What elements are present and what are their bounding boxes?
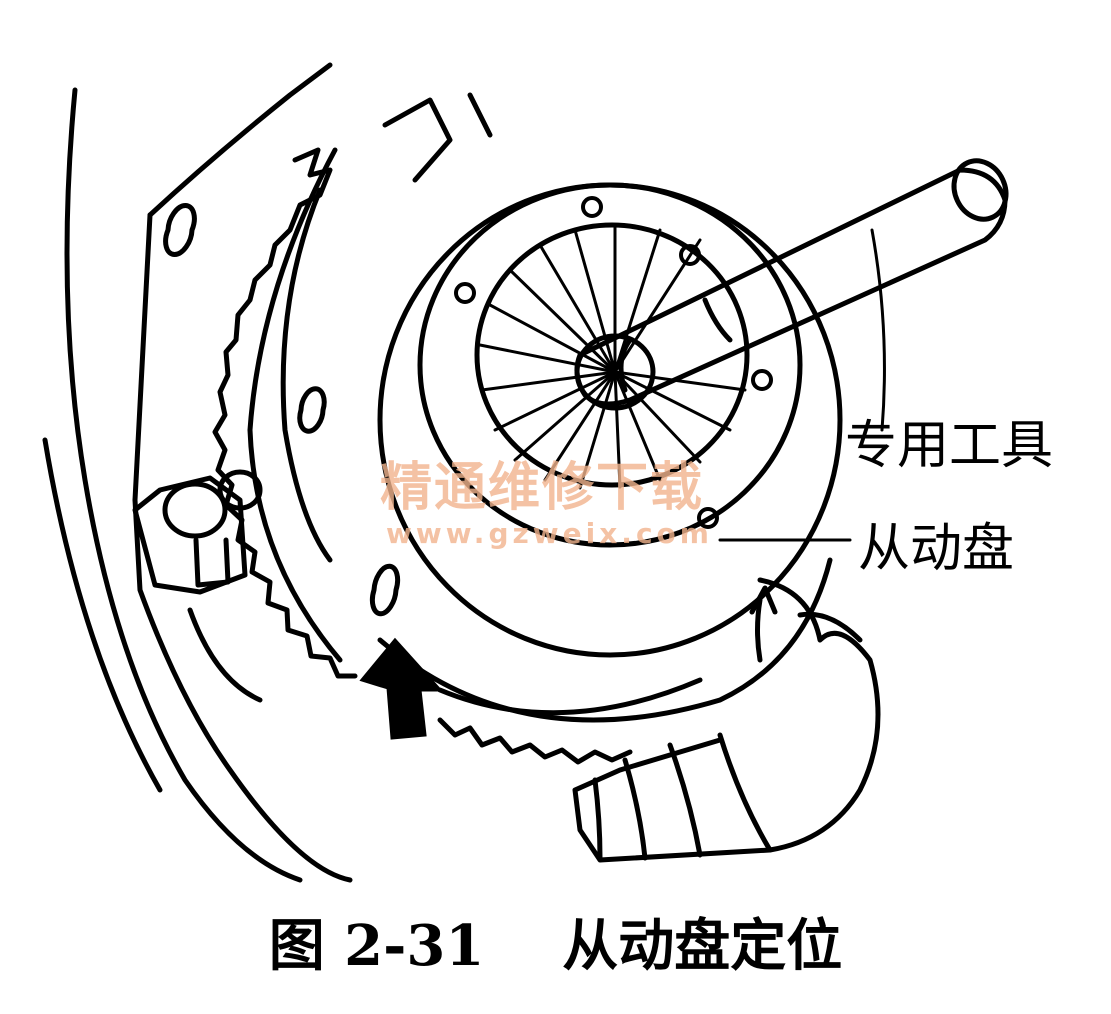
label-driven-disc: 从动盘 <box>858 519 1015 579</box>
rotation-arrowhead <box>749 585 778 615</box>
engine-block-outline <box>64 87 303 883</box>
bellhousing-edge <box>132 212 153 503</box>
transmission-top <box>797 611 863 643</box>
rotation-guide-line <box>755 597 763 663</box>
pressure-plate-inner-ring <box>437 677 703 716</box>
flywheel-rim <box>247 147 343 663</box>
ring-gear-teeth <box>212 147 358 679</box>
bellhousing-lower-edge <box>132 497 353 883</box>
pressure-plate-lower-rim <box>377 557 833 723</box>
transmission-ring-4 <box>592 777 603 861</box>
starter-boss <box>162 481 228 539</box>
flywheel-inner-rim <box>280 187 333 563</box>
tool-leader-line <box>870 228 886 432</box>
driven-disc-spokes <box>478 226 747 490</box>
housing-bolt-hole <box>163 203 197 257</box>
watermark-url: www.gzweix.com <box>386 517 713 550</box>
pressure-plate-outer-ring <box>417 182 803 548</box>
special-tool-edge2 <box>702 297 733 343</box>
bellhousing-outline <box>147 62 333 218</box>
starter-mount <box>132 475 248 595</box>
transmission-ring-3 <box>622 757 648 861</box>
special-tool-rod <box>574 167 1008 407</box>
housing-flange <box>187 607 263 703</box>
flywheel-bolt-hole-lower <box>369 563 401 617</box>
label-special-tool: 专用工具 <box>845 416 1054 476</box>
direction-arrow <box>359 637 444 740</box>
figure-caption: 图 2-31 从动盘定位 <box>268 913 843 979</box>
pressure-plate-bolt-holes <box>454 196 773 529</box>
pressure-plate-lug-right <box>467 92 493 138</box>
driven-disc <box>474 222 750 488</box>
special-tool-end <box>951 158 1009 222</box>
lower-ring-gear-teeth <box>437 717 633 765</box>
starter-boss-cap <box>217 469 263 511</box>
pressure-plate-lug <box>382 97 453 183</box>
starter-stub <box>193 537 231 588</box>
special-tool-edge <box>618 337 633 393</box>
watermark-site-name: 精通维修下载 <box>380 457 705 518</box>
transmission-ring-1 <box>717 732 773 853</box>
transmission-ring-2 <box>667 742 703 858</box>
transmission-housing <box>572 577 881 863</box>
flywheel-bolt-hole <box>297 386 327 434</box>
engine-block-outline-inner <box>42 437 163 793</box>
